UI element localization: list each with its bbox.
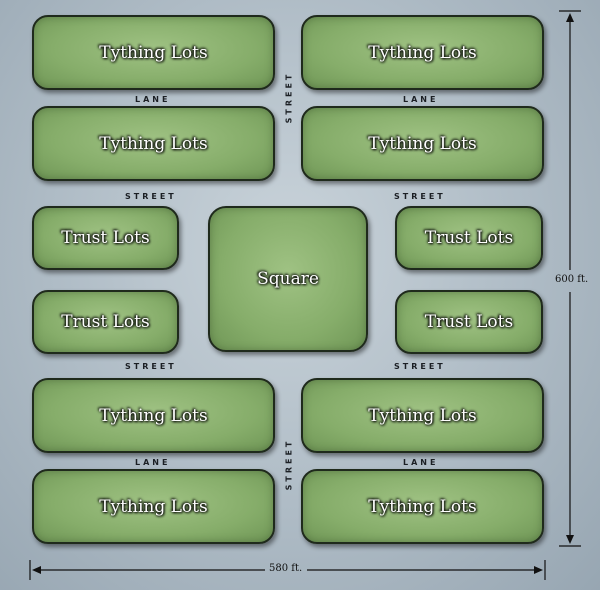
lot-label: Tything Lots [99, 42, 208, 63]
trust-lots-w-top: Trust Lots [32, 206, 179, 270]
tything-lots-nw-top: Tything Lots [32, 15, 275, 90]
square-label: Square [257, 269, 319, 289]
lot-label: Tything Lots [99, 133, 208, 154]
lane-label-sw: LANE [135, 458, 171, 467]
tything-lots-se-top: Tything Lots [301, 378, 544, 453]
square: Square [208, 206, 368, 352]
lot-label: Trust Lots [424, 312, 514, 332]
street-label-lower-west: STREET [125, 362, 177, 371]
lot-label: Tything Lots [368, 496, 477, 517]
tything-lots-ne-bottom: Tything Lots [301, 106, 544, 181]
lot-label: Tything Lots [368, 133, 477, 154]
lot-label: Tything Lots [368, 42, 477, 63]
lane-label-se: LANE [403, 458, 439, 467]
tything-lots-nw-bottom: Tything Lots [32, 106, 275, 181]
tything-lots-sw-top: Tything Lots [32, 378, 275, 453]
lot-label: Tything Lots [99, 496, 208, 517]
street-label-upper-east: STREET [394, 192, 446, 201]
tything-lots-se-bottom: Tything Lots [301, 469, 544, 544]
lot-label: Trust Lots [61, 228, 150, 248]
lane-label-ne: LANE [403, 95, 439, 104]
street-label-lower-east: STREET [394, 362, 446, 371]
lot-label: Trust Lots [61, 312, 150, 332]
lot-label: Trust Lots [424, 228, 514, 248]
width-dimension-label: 580 ft. [269, 563, 303, 574]
trust-lots-e-top: Trust Lots [395, 206, 543, 270]
lane-label-nw: LANE [135, 95, 171, 104]
tything-lots-sw-bottom: Tything Lots [32, 469, 275, 544]
height-dimension-label: 600 ft. [555, 274, 589, 285]
trust-lots-e-bottom: Trust Lots [395, 290, 543, 354]
tything-lots-ne-top: Tything Lots [301, 15, 544, 90]
trust-lots-w-bottom: Trust Lots [32, 290, 179, 354]
lot-label: Tything Lots [368, 405, 477, 426]
street-label-upper-west: STREET [125, 192, 177, 201]
lot-label: Tything Lots [99, 405, 208, 426]
